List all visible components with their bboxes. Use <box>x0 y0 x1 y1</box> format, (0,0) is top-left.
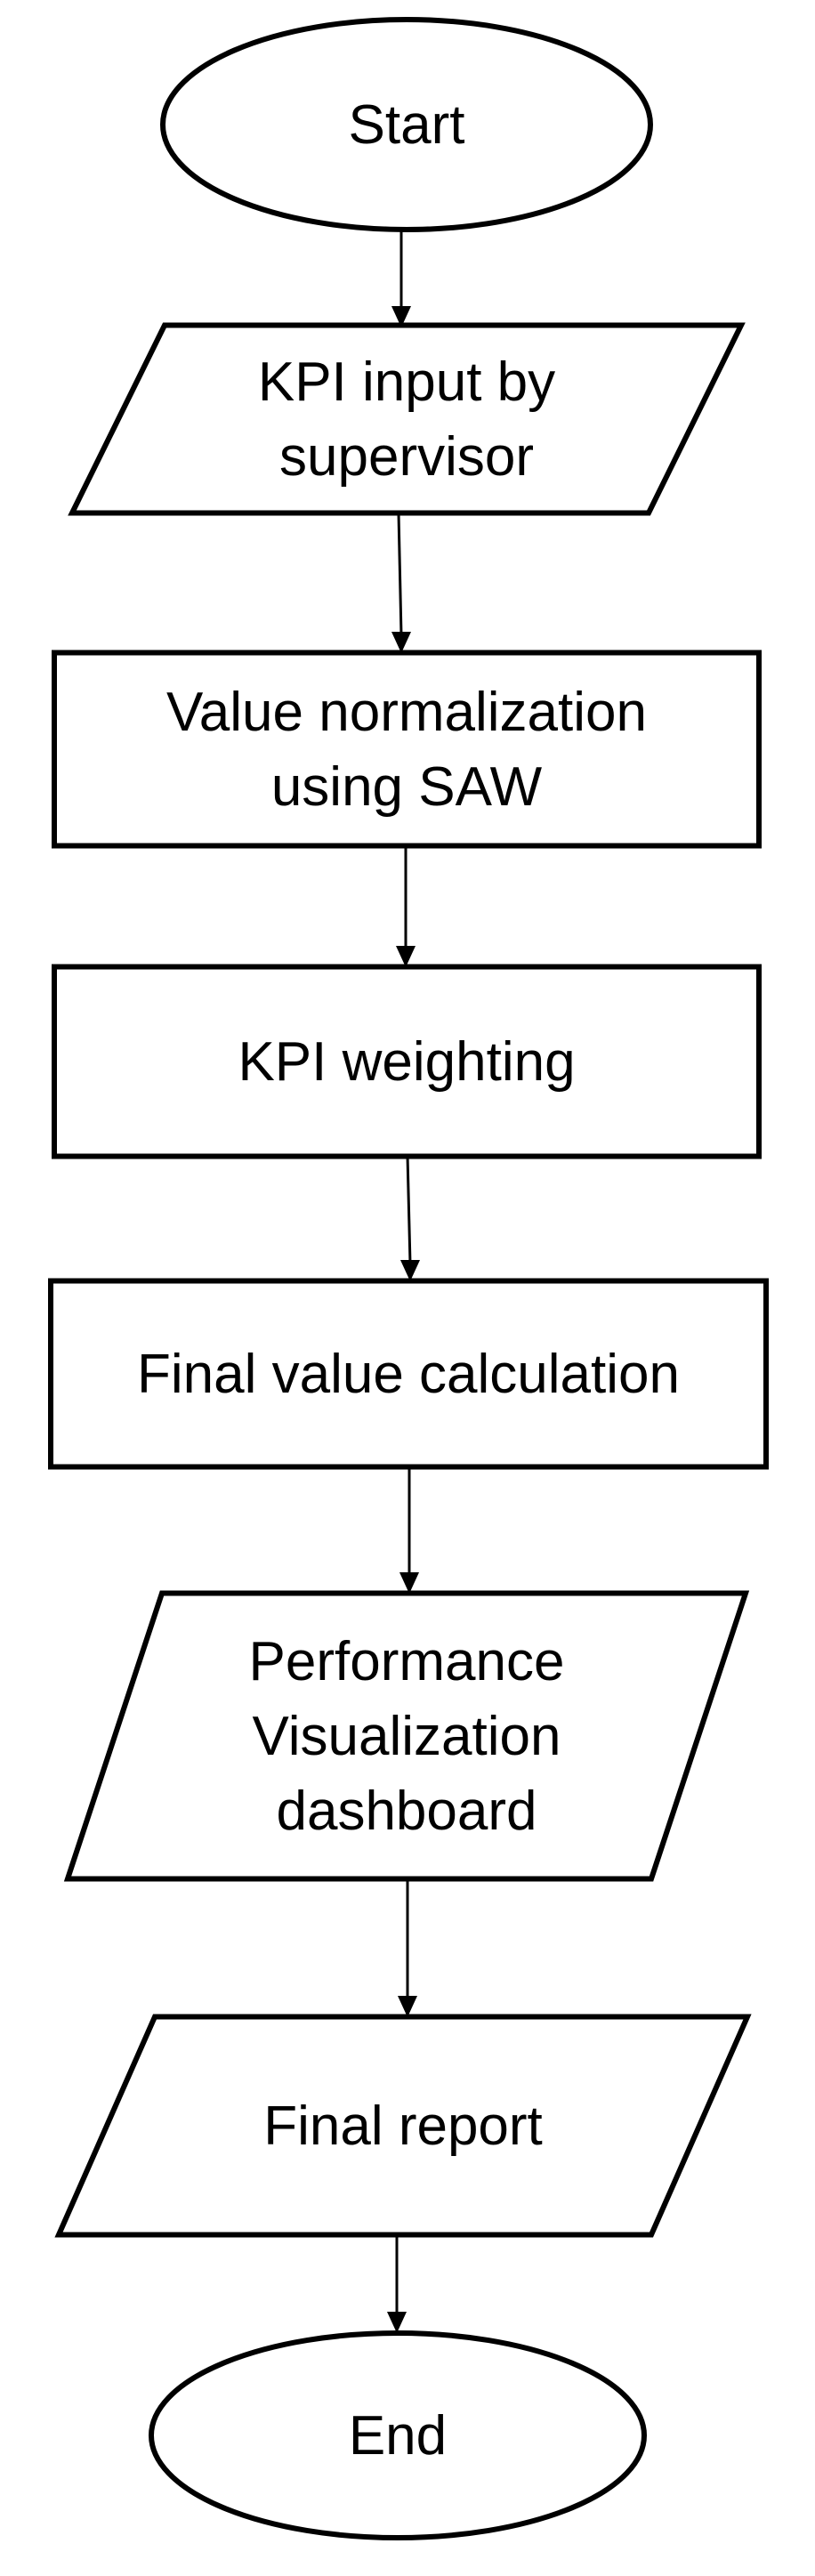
arrowhead <box>398 1996 417 2017</box>
node-label: Final report <box>263 2096 543 2157</box>
io-parallelogram <box>68 322 746 516</box>
node-label: KPI weighting <box>238 1031 575 1093</box>
flowchart-node-start: Start <box>160 17 653 232</box>
connector-arrow <box>387 2235 407 2333</box>
node-label: Value normalization using SAW <box>166 682 647 818</box>
node-label-line: dashboard <box>276 1781 537 1842</box>
node-label: KPI input by supervisor <box>258 351 555 488</box>
arrowhead <box>399 1572 419 1594</box>
arrowhead <box>400 1260 420 1281</box>
arrowhead <box>396 946 416 967</box>
node-label-line: Final value calculation <box>137 1344 680 1405</box>
connector-arrow <box>396 846 416 967</box>
flowchart-node-final-report: Final report <box>54 2014 752 2238</box>
node-label-line: Value normalization <box>166 682 647 743</box>
connector-arrow <box>399 1467 419 1594</box>
node-label-line: Start <box>349 94 465 156</box>
io-parallelogram <box>63 1590 750 1882</box>
flowchart-node-kpi-weighting: KPI weighting <box>52 964 762 1159</box>
node-label: Start <box>349 94 465 156</box>
flowchart-node-final-value-calculation: Final value calculation <box>48 1278 769 1470</box>
node-label-line: Visualization <box>253 1706 561 1767</box>
node-label: End <box>349 2405 447 2467</box>
process-rectangle <box>48 1278 769 1470</box>
connector-line <box>397 513 403 636</box>
flowchart-node-value-normalization: Value normalization using SAW <box>52 650 762 849</box>
node-label-line: Final report <box>263 2096 543 2157</box>
terminal-ellipse <box>160 17 653 232</box>
arrowhead <box>387 2312 407 2333</box>
io-parallelogram <box>54 2014 752 2238</box>
process-rectangle <box>52 964 762 1159</box>
connector-arrow <box>398 1879 417 2017</box>
node-label-line: KPI input by <box>258 351 555 413</box>
arrowhead <box>391 306 411 327</box>
node-label-line: KPI weighting <box>238 1031 575 1093</box>
connector-arrow <box>400 1155 420 1281</box>
node-label-line: supervisor <box>279 426 534 488</box>
node-label-line: End <box>349 2405 447 2467</box>
connector-arrow <box>391 513 411 653</box>
process-rectangle <box>52 650 762 849</box>
flowchart-node-end: End <box>149 2330 647 2540</box>
connectors <box>387 230 420 2333</box>
flowchart-node-kpi-input: KPI input by supervisor <box>68 322 746 516</box>
node-label-line: Performance <box>249 1631 565 1692</box>
arrowhead <box>391 632 411 653</box>
connector-arrow <box>391 230 411 327</box>
connector-line <box>406 1155 412 1264</box>
terminal-ellipse <box>149 2330 647 2540</box>
node-label-line: using SAW <box>271 756 543 818</box>
node-label: Final value calculation <box>137 1344 680 1405</box>
